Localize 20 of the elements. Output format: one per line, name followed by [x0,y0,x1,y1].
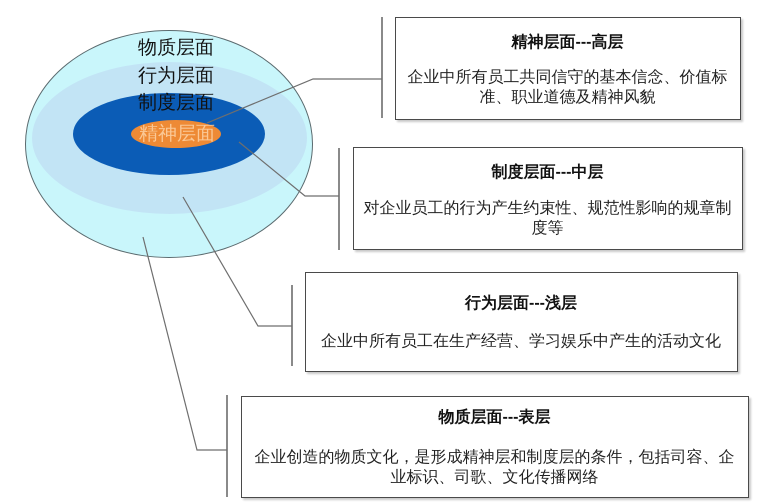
text-box [395,17,741,120]
leader-line [182,196,292,327]
text-box [305,272,738,372]
box-description: 对企业员工的行为产生约束性、规范性影响的规章制度等 [362,198,732,238]
box-description: 企业中所有员工在生产经营、学习娱乐中产生的活动文化 [320,332,722,352]
layer-label: 精神层面 [139,124,215,144]
leader-line [206,78,382,124]
box-title: 精神层面---高层 [512,34,624,50]
box-title: 制度层面---中层 [492,164,604,180]
box-description: 企业创造的物质文化，是形成精神层和制度层的条件，包括司容、企业标识、司歌、文化传播网络 [254,448,736,488]
leader-line [142,236,227,451]
box-title: 行为层面---浅层 [465,296,577,312]
text-box [353,147,743,250]
box-description: 企业中所有员工共同信守的基本信念、价值标准、职业道德及精神风貌 [406,68,728,108]
layer-label: 行为层面 [138,66,214,86]
leader-line [238,142,339,197]
text-box [241,396,749,498]
box-title: 物质层面---表层 [438,410,550,426]
layer-label: 物质层面 [138,38,214,58]
layer-label: 制度层面 [138,94,214,112]
